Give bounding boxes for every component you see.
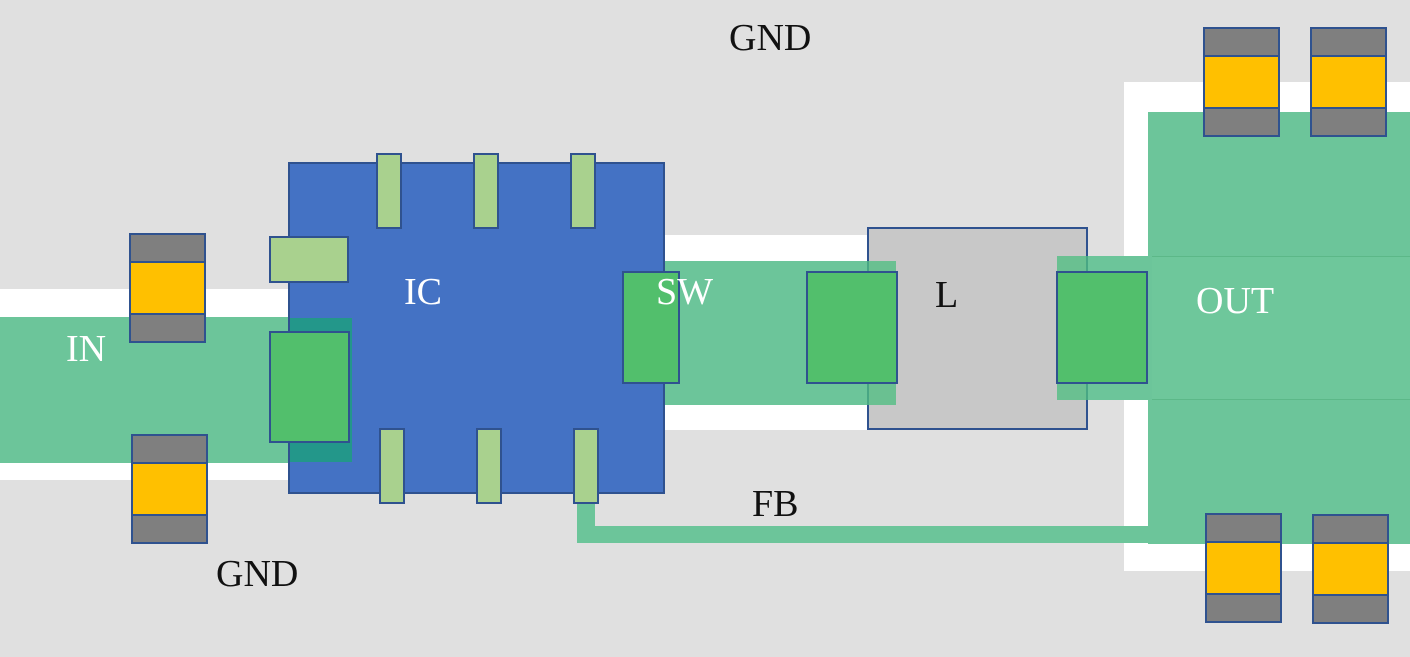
fb-trace-horizontal — [577, 526, 1149, 543]
capacitor-terminal — [1203, 107, 1280, 137]
capacitor-terminal — [1310, 107, 1387, 137]
capacitor-body — [129, 261, 206, 315]
sw-label: SW — [656, 271, 713, 313]
output-capacitor-top-right — [1310, 27, 1387, 137]
ic-label: IC — [404, 271, 442, 313]
ic-pin-top-3 — [570, 153, 596, 229]
capacitor-terminal — [131, 514, 208, 544]
capacitor-terminal — [1205, 513, 1282, 543]
capacitor-terminal — [129, 233, 206, 263]
ic-pin-bottom-2 — [476, 428, 502, 504]
inductor-pad-left — [806, 271, 898, 384]
capacitor-terminal — [131, 434, 208, 464]
capacitor-body — [1312, 542, 1389, 596]
inductor-pad-right — [1056, 271, 1148, 384]
in-label: IN — [66, 328, 107, 370]
inductor-body — [867, 227, 1088, 430]
ic-input-pad — [269, 331, 350, 443]
input-capacitor-bottom — [131, 434, 208, 544]
capacitor-terminal — [1205, 593, 1282, 623]
capacitor-body — [1310, 55, 1387, 109]
output-capacitor-bottom-left — [1205, 513, 1282, 623]
gnd-bottom-label: GND — [216, 553, 299, 595]
ic-pin-top-2 — [473, 153, 499, 229]
capacitor-body — [1205, 541, 1282, 595]
capacitor-terminal — [1310, 27, 1387, 57]
ic-pin-bottom-3 — [573, 428, 599, 504]
output-capacitor-bottom-right — [1312, 514, 1389, 624]
capacitor-terminal — [1203, 27, 1280, 57]
out-label: OUT — [1196, 280, 1275, 322]
capacitor-terminal — [129, 313, 206, 343]
gnd-top-label: GND — [729, 17, 812, 59]
input-capacitor-top — [129, 233, 206, 343]
ic-pin-bottom-1 — [379, 428, 405, 504]
inductor-label: L — [935, 274, 959, 316]
capacitor-terminal — [1312, 594, 1389, 624]
ic-sw-pad — [622, 271, 680, 384]
output-plane-band — [1148, 256, 1410, 400]
capacitor-body — [131, 462, 208, 516]
ic-pin-top-1 — [376, 153, 402, 229]
output-capacitor-top-left — [1203, 27, 1280, 137]
capacitor-terminal — [1312, 514, 1389, 544]
fb-label: FB — [752, 483, 799, 525]
ic-pin-left — [269, 236, 349, 283]
capacitor-body — [1203, 55, 1280, 109]
